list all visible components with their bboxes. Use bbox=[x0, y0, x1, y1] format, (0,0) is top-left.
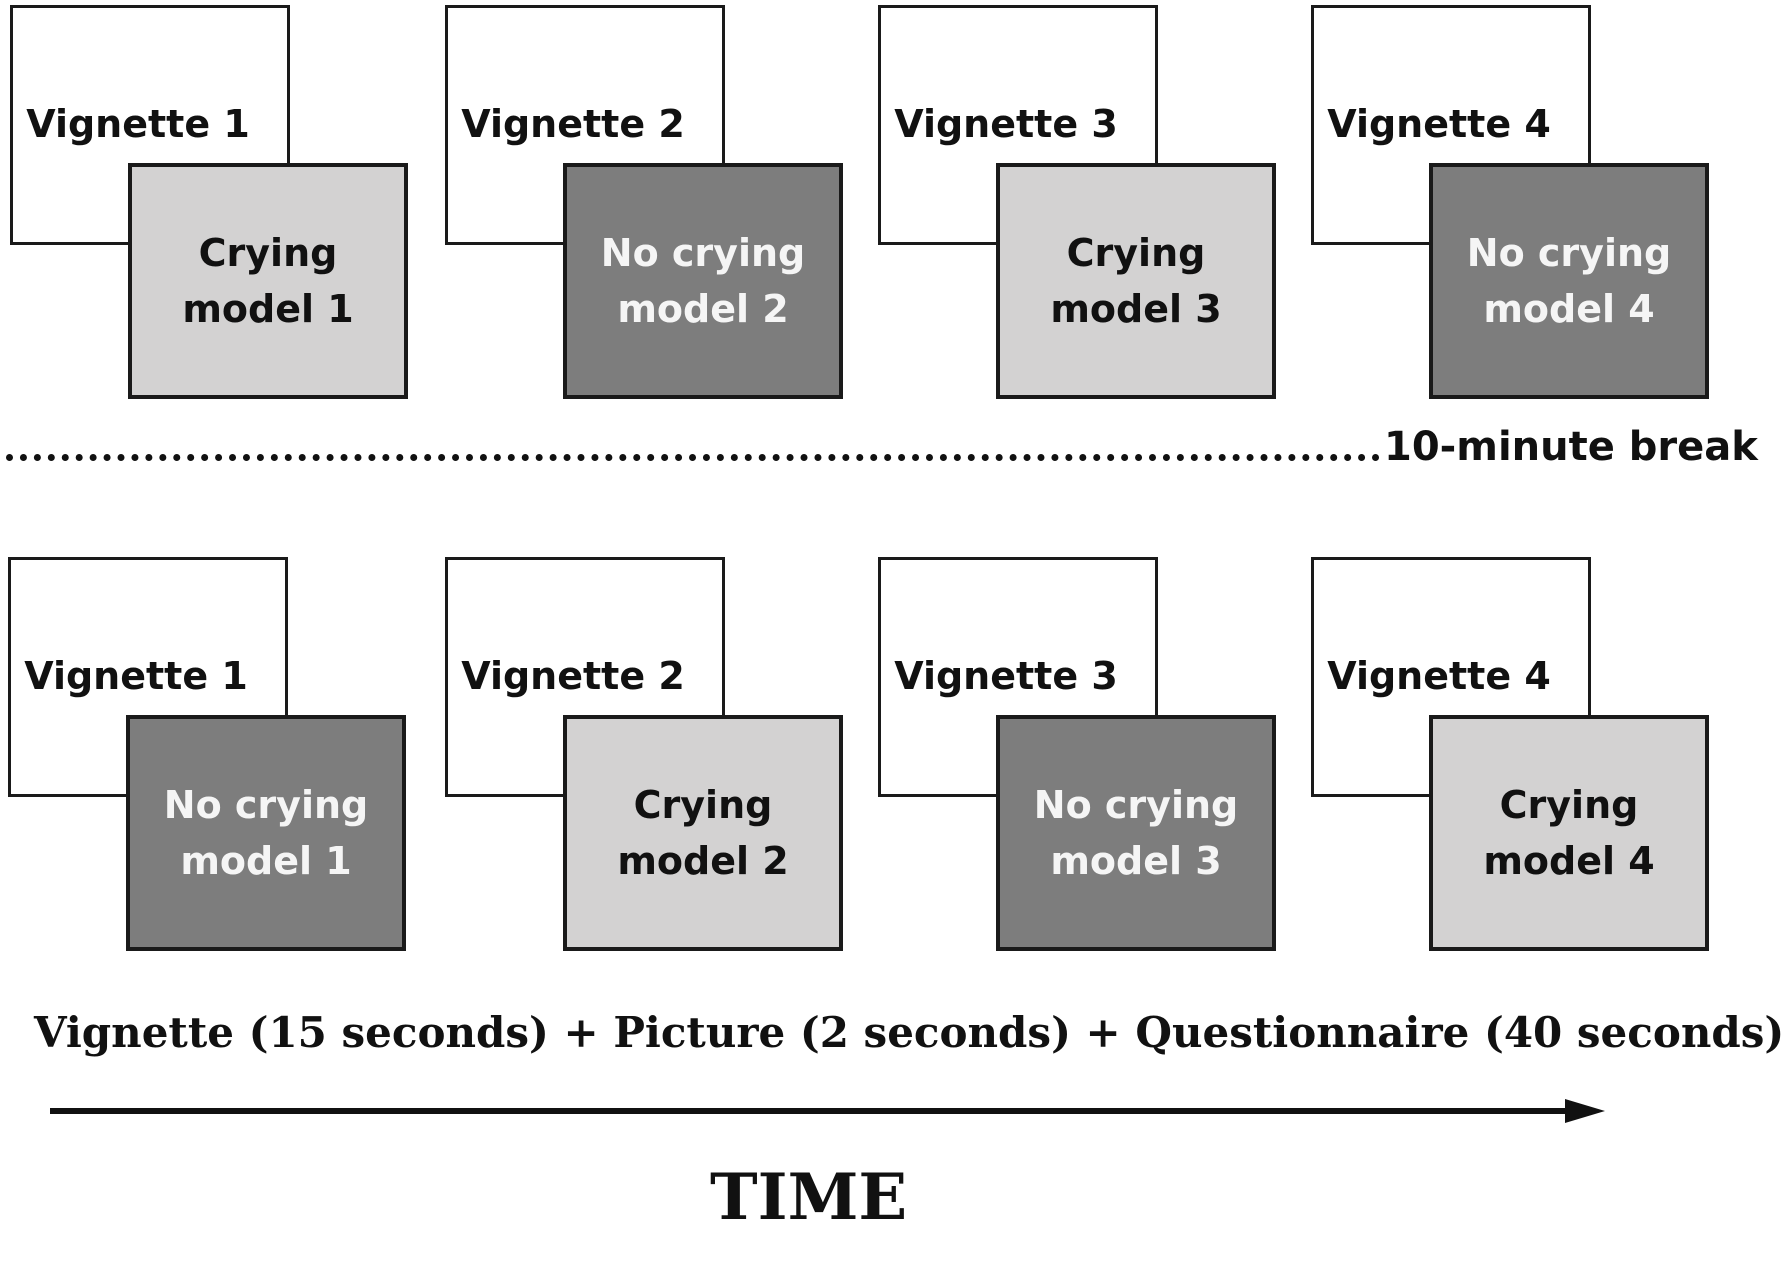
picture-label-line2: model 1 bbox=[182, 287, 354, 331]
picture-box-crying: Crying model 1 bbox=[128, 163, 408, 399]
trial-block1-4: Vignette 4 No crying model 4 bbox=[1311, 5, 1731, 425]
picture-box-crying: Crying model 4 bbox=[1429, 715, 1709, 951]
trial-block1-1: Vignette 1 Crying model 1 bbox=[10, 5, 430, 425]
picture-label-line1: Crying bbox=[198, 231, 338, 275]
picture-label-line1: No crying bbox=[1466, 231, 1672, 275]
vignette-label: Vignette 4 bbox=[1327, 102, 1551, 146]
trial-block2-2: Vignette 2 Crying model 2 bbox=[445, 557, 865, 977]
timing-formula: Vignette (15 seconds) + Picture (2 secon… bbox=[34, 1008, 1784, 1057]
trial-block2-4: Vignette 4 Crying model 4 bbox=[1311, 557, 1731, 977]
picture-label-line2: model 2 bbox=[617, 287, 789, 331]
picture-label-line1: Crying bbox=[1066, 231, 1206, 275]
vignette-label: Vignette 4 bbox=[1327, 654, 1551, 698]
picture-box-no-crying: No crying model 2 bbox=[563, 163, 843, 399]
vignette-label: Vignette 3 bbox=[894, 654, 1118, 698]
picture-label-line2: model 3 bbox=[1050, 839, 1222, 883]
vignette-label: Vignette 1 bbox=[24, 654, 248, 698]
trial-block2-1: Vignette 1 No crying model 1 bbox=[8, 557, 428, 977]
vignette-label: Vignette 2 bbox=[461, 102, 685, 146]
picture-label-line2: model 4 bbox=[1483, 839, 1655, 883]
picture-label-line2: model 2 bbox=[617, 839, 789, 883]
time-label: TIME bbox=[710, 1160, 908, 1235]
picture-label-line1: No crying bbox=[163, 783, 369, 827]
picture-box-no-crying: No crying model 1 bbox=[126, 715, 406, 951]
picture-box-crying: Crying model 2 bbox=[563, 715, 843, 951]
picture-label-line2: model 3 bbox=[1050, 287, 1222, 331]
picture-label-line1: No crying bbox=[600, 231, 806, 275]
picture-box-no-crying: No crying model 3 bbox=[996, 715, 1276, 951]
time-arrow-icon bbox=[50, 1099, 1605, 1123]
picture-label-line2: model 1 bbox=[180, 839, 352, 883]
vignette-label: Vignette 2 bbox=[461, 654, 685, 698]
trial-block1-2: Vignette 2 No crying model 2 bbox=[445, 5, 865, 425]
picture-label-line1: No crying bbox=[1033, 783, 1239, 827]
picture-label-line2: model 4 bbox=[1483, 287, 1655, 331]
break-dotted-line bbox=[6, 454, 1380, 461]
vignette-label: Vignette 1 bbox=[26, 102, 250, 146]
vignette-label: Vignette 3 bbox=[894, 102, 1118, 146]
picture-label-line1: Crying bbox=[633, 783, 773, 827]
trial-block2-3: Vignette 3 No crying model 3 bbox=[878, 557, 1298, 977]
break-label: 10-minute break bbox=[1384, 424, 1758, 470]
picture-label-line1: Crying bbox=[1499, 783, 1639, 827]
picture-box-crying: Crying model 3 bbox=[996, 163, 1276, 399]
picture-box-no-crying: No crying model 4 bbox=[1429, 163, 1709, 399]
trial-block1-3: Vignette 3 Crying model 3 bbox=[878, 5, 1298, 425]
